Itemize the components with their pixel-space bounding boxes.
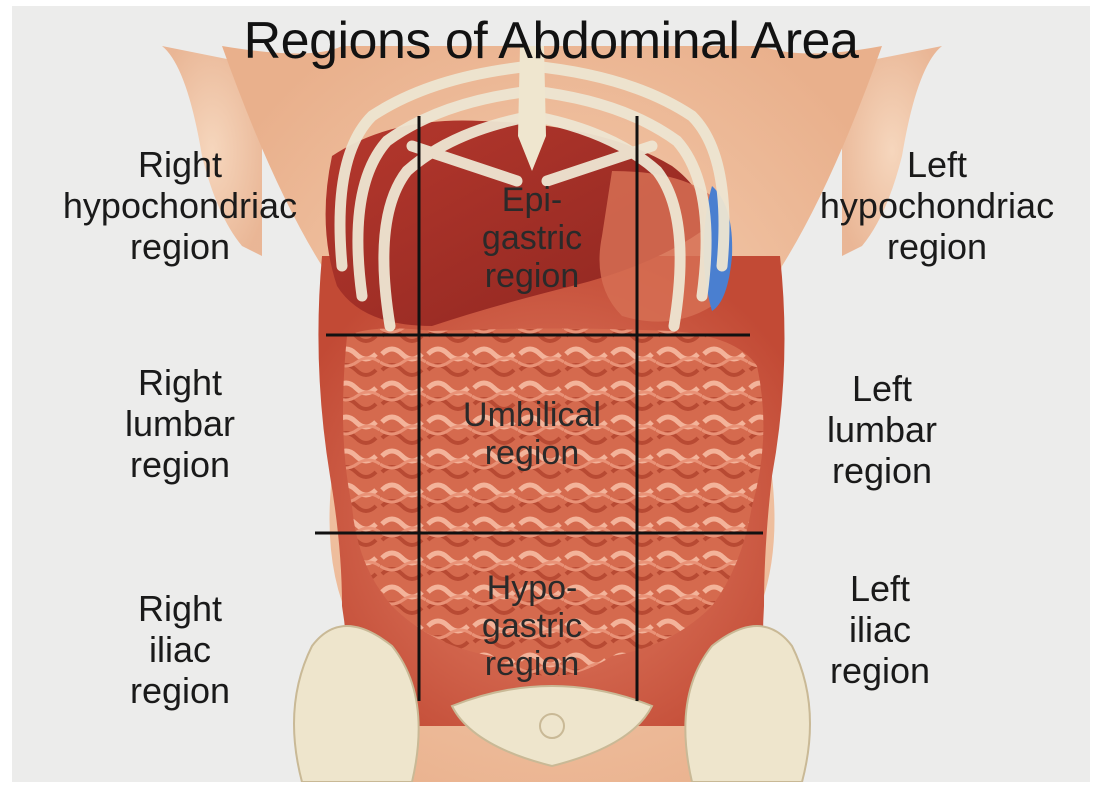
label-line: iliac (770, 609, 990, 650)
label-line: gastric (442, 219, 622, 257)
label-line: Right (70, 588, 290, 629)
label-left-iliac: Left iliac region (770, 568, 990, 691)
label-umbilical: Umbilical region (427, 396, 637, 472)
diagram-frame: Regions of Abdominal Area Right hypochon… (12, 6, 1090, 782)
label-line: Right (70, 362, 290, 403)
label-line: lumbar (772, 409, 992, 450)
label-line: hypochondriac (787, 185, 1087, 226)
label-left-hypochondriac: Left hypochondriac region (787, 144, 1087, 267)
label-line: lumbar (70, 403, 290, 444)
label-line: gastric (447, 607, 617, 645)
label-line: region (442, 257, 622, 295)
label-right-lumbar: Right lumbar region (70, 362, 290, 485)
label-line: Epi- (442, 181, 622, 219)
label-hypogastric: Hypo- gastric region (447, 569, 617, 683)
label-line: Hypo- (447, 569, 617, 607)
label-line: region (427, 434, 637, 472)
diagram-title: Regions of Abdominal Area (12, 12, 1090, 70)
label-line: Left (787, 144, 1087, 185)
label-line: Umbilical (427, 396, 637, 434)
label-line: region (30, 226, 330, 267)
label-line: region (787, 226, 1087, 267)
label-line: region (70, 670, 290, 711)
label-line: Left (770, 568, 990, 609)
label-line: region (447, 645, 617, 683)
label-line: region (772, 450, 992, 491)
label-line: iliac (70, 629, 290, 670)
label-epigastric: Epi- gastric region (442, 181, 622, 295)
label-line: hypochondriac (30, 185, 330, 226)
label-line: Left (772, 368, 992, 409)
label-line: Right (30, 144, 330, 185)
label-left-lumbar: Left lumbar region (772, 368, 992, 491)
label-right-iliac: Right iliac region (70, 588, 290, 711)
label-right-hypochondriac: Right hypochondriac region (30, 144, 330, 267)
label-line: region (70, 444, 290, 485)
label-line: region (770, 650, 990, 691)
